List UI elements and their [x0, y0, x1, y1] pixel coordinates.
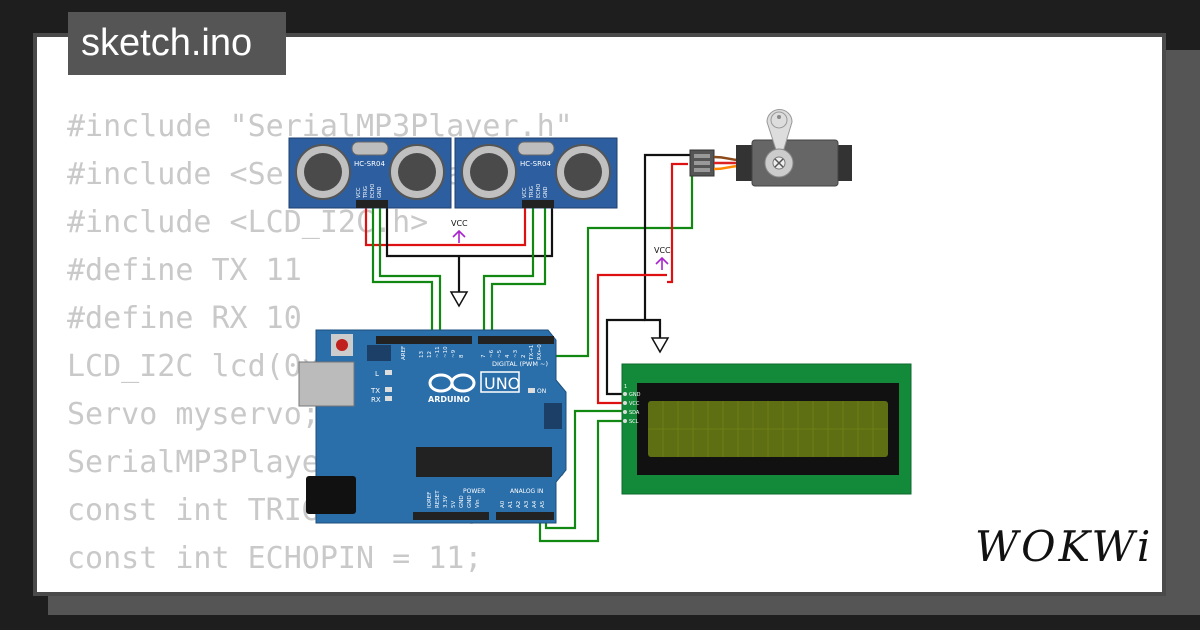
wokwi-logo: WOKWi	[975, 522, 1154, 571]
wire-black-sensor-gnd	[385, 208, 554, 258]
svg-text:AREF: AREF	[401, 346, 407, 360]
svg-text:RX←0: RX←0	[537, 344, 543, 360]
svg-text:A1: A1	[508, 501, 514, 508]
wire-green-lcd-sda	[544, 409, 627, 530]
svg-text:GND: GND	[467, 495, 473, 508]
svg-text:8: 8	[459, 354, 465, 358]
lcd-pin-label: VCC	[629, 401, 640, 407]
svg-text:~3: ~3	[513, 349, 519, 358]
code-line: const int TRIGPIN_2 = 7;	[67, 583, 573, 592]
svg-text:Vin: Vin	[475, 499, 481, 508]
file-title: sketch.ino	[68, 12, 286, 75]
on-led-label: ON	[537, 388, 546, 395]
arduino-uno-board[interactable]: AREF 13 12 ~11 ~10 ~9 8 7 ~6 ~5 4 ~3 2 T…	[298, 329, 567, 524]
wire-green-s1-echo	[378, 208, 442, 336]
sensor-pin-label: TRIG	[529, 186, 535, 199]
ground-symbol	[449, 291, 670, 354]
svg-text:12: 12	[427, 351, 433, 358]
wire-green-s1-trig	[371, 208, 434, 336]
sensor-pin-label: TRIG	[363, 186, 369, 199]
svg-text:~10: ~10	[443, 346, 449, 358]
sensor-label: HC-SR04	[354, 160, 385, 168]
board-model: UNO	[484, 374, 520, 393]
ultrasonic-sensor[interactable]: HC-SR04 VCC TRIG ECHO GND	[454, 137, 618, 209]
vcc-label: VCC	[451, 219, 468, 228]
digital-pin-labels: AREF 13 12 ~11 ~10 ~9 8 7 ~6 ~5 4 ~3 2 T…	[401, 344, 543, 361]
sensor-pin-label: ECHO	[370, 184, 376, 198]
sensor-pin-label: VCC	[522, 187, 528, 198]
wire-red-servo-vcc	[667, 162, 688, 284]
analog-header-label: ANALOG IN	[510, 488, 543, 495]
code-line: #define TX 11	[67, 253, 302, 288]
lcd-pin-label: GND	[629, 392, 641, 398]
svg-text:RESET: RESET	[435, 490, 441, 508]
svg-text:~5: ~5	[497, 349, 503, 358]
wire-red-sensor-vcc	[364, 208, 527, 247]
svg-text:A0: A0	[500, 500, 506, 508]
servo-motor[interactable]	[689, 109, 852, 187]
ultrasonic-sensor[interactable]: HC-SR04 VCC TRIG ECHO GND	[288, 137, 452, 209]
svg-text:TX→1: TX→1	[529, 345, 535, 361]
sensor-pin-label: ECHO	[536, 184, 542, 198]
svg-text:~11: ~11	[435, 346, 441, 358]
svg-text:13: 13	[419, 351, 425, 358]
svg-text:~9: ~9	[451, 349, 457, 358]
svg-text:A4: A4	[532, 500, 538, 508]
svg-text:3.3V: 3.3V	[443, 495, 449, 508]
sensor-label: HC-SR04	[520, 160, 551, 168]
wire-red-lcd-vcc	[596, 273, 667, 405]
lcd-display[interactable]: 1 GND VCC SDA SCL	[621, 363, 912, 495]
vcc-symbol	[452, 229, 669, 270]
svg-text:5V: 5V	[451, 501, 457, 508]
arduino-logo	[428, 373, 476, 393]
tx-label: TX	[370, 387, 380, 395]
wire-green-s2-trig	[482, 208, 535, 336]
sensor-pin-label: GND	[543, 186, 549, 198]
code-line: #define RX 10	[67, 301, 302, 336]
svg-text:A2: A2	[516, 501, 522, 508]
lcd-pin-label: 1	[624, 384, 627, 390]
svg-text:4: 4	[505, 354, 511, 358]
lcd-pin-label: SDA	[629, 410, 640, 416]
wires	[364, 153, 694, 543]
wire-black-lcd-gnd	[605, 318, 645, 396]
power-header-label: POWER	[463, 488, 485, 495]
power-pin-labels: IOREF RESET 3.3V 5V GND GND Vin	[427, 490, 481, 508]
sensor-pin-label: GND	[377, 186, 383, 198]
svg-text:~6: ~6	[489, 349, 495, 358]
svg-text:2: 2	[521, 355, 527, 359]
svg-text:A5: A5	[540, 500, 546, 508]
digital-header-label: DIGITAL (PWM ~)	[492, 360, 548, 368]
vcc-label: VCC	[654, 246, 671, 255]
wire-green-lcd-scl	[538, 419, 627, 543]
lcd-pin-label: SCL	[629, 419, 639, 425]
code-line: const int ECHOPIN = 11;	[67, 541, 483, 576]
svg-text:7: 7	[481, 354, 487, 358]
sensor-pin-label: VCC	[356, 187, 362, 198]
wire-green-s2-echo	[490, 208, 547, 336]
preview-card: #include "SerialMP3Player.h"#include <Se…	[33, 33, 1166, 596]
code-line: #include <LCD_I2C.h>	[67, 205, 429, 240]
led-l-label: L	[375, 370, 379, 378]
analog-pin-labels: A0 A1 A2 A3 A4 A5	[500, 500, 546, 508]
wire-green-servo-signal	[556, 170, 694, 358]
board-brand: ARDUINO	[428, 395, 470, 404]
svg-text:IOREF: IOREF	[427, 492, 433, 508]
rx-label: RX	[371, 396, 381, 404]
svg-text:A3: A3	[524, 500, 530, 508]
code-line: Servo myservo;	[67, 397, 320, 432]
svg-text:GND: GND	[459, 495, 465, 508]
